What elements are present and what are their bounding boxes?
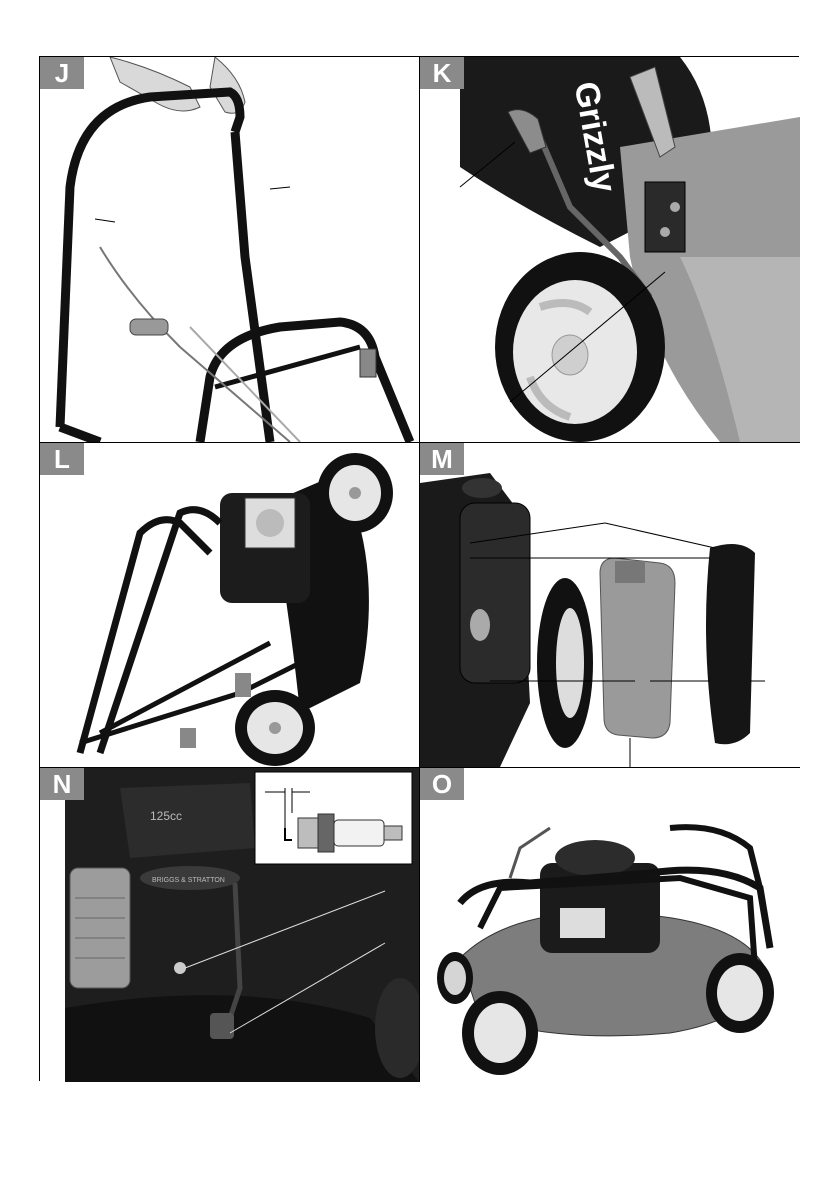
panel-m: M (420, 443, 800, 767)
illustration-grid: J K (39, 56, 799, 1081)
engine-maker-text: BRIGGS & STRATTON (152, 877, 225, 884)
panel-label-o: O (420, 768, 464, 800)
spark-plug-illustration: 125cc BRIGGS & STRATTON (40, 768, 419, 1082)
handle-assembly-illustration (40, 57, 419, 442)
panel-o: O (420, 768, 800, 1082)
panel-label-j: J (40, 57, 84, 89)
grid-divider-vertical (419, 57, 420, 1082)
panel-j: J (40, 57, 419, 442)
upright-storage-illustration (40, 443, 419, 767)
panel-l: L (40, 443, 419, 767)
panel-n: N 125cc BRIGGS & STRATTON (40, 768, 419, 1082)
engine-capacity-text: 125cc (150, 809, 182, 823)
panel-label-n: N (40, 768, 84, 800)
air-filter-illustration (420, 443, 800, 767)
height-adjust-illustration: Grizzly (420, 57, 800, 442)
panel-label-l: L (40, 443, 84, 475)
panel-label-k: K (420, 57, 464, 89)
panel-k: K Grizzly (420, 57, 800, 442)
panel-label-m: M (420, 443, 464, 475)
folded-mower-illustration (420, 768, 800, 1082)
